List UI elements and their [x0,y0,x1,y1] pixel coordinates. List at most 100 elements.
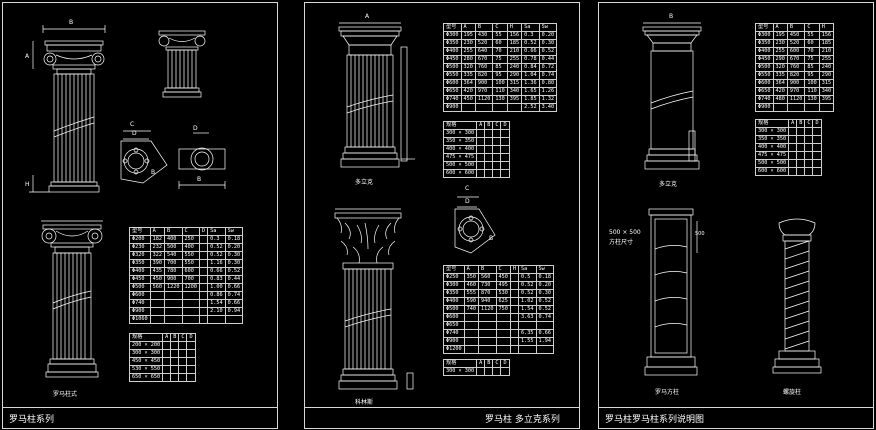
table-cell [788,143,798,152]
table-cell [463,345,480,354]
table-cell: 156 [506,31,523,40]
table-cell: 95 [492,71,508,80]
table-cell: 0.18 [535,273,554,282]
table-header-cell: H [509,265,520,274]
table-row: 350 × 350 [754,135,822,144]
table-cell [198,275,209,284]
table-cell [500,129,510,138]
table-header-cell: A [149,227,166,236]
table-cell: 0.5 [518,273,537,282]
table-cell [476,145,486,154]
table-cell [484,169,494,178]
table-header-cell: A [162,333,172,342]
table-cell: Φ900 [755,103,774,112]
table-cell: 400 [181,243,200,252]
table-cell: 55 [492,31,508,40]
table-cell: 130 [804,95,820,104]
table-header-cell: A [772,23,788,32]
table-cell: 740 [463,305,480,314]
table-cell: 820 [474,71,494,80]
table-cell: Φ250 [443,273,465,282]
table-cell [492,153,502,162]
panel-1-titlebar: 罗马柱系列 [3,407,277,428]
table-cell: 1120 [786,95,806,104]
table-cell: Φ600 [443,313,465,322]
table-header-cell: 型号 [443,23,462,32]
table-cell: 600 × 600 [442,169,478,178]
table-cell [509,273,520,282]
table-cell [476,169,486,178]
table-header-cell: B [170,333,180,342]
table-cell [535,345,554,354]
table-cell [476,367,486,376]
table-cell: 315 [818,79,835,88]
table-cell: 210 [506,47,523,56]
table-cell: 550 [181,251,200,260]
table-cell: 255 [772,47,788,56]
table-row: 530 × 550 [128,365,196,374]
caption-square-column: 罗马方柱 [655,389,680,396]
table-cell: Φ740 [755,95,774,104]
table-header-cell: C [804,23,820,32]
table-cell: 1120 [478,305,497,314]
doric-plan-corner [454,196,496,254]
table-header-cell: D [500,121,510,130]
panel-3-titlebar: 罗马柱罗马柱系列说明图 [599,407,873,428]
table-cell: 820 [786,71,806,80]
table-cell [162,365,172,374]
table-cell: 0.66 [224,283,244,292]
dim-label-h: H [25,181,30,188]
table-cell: 0.30 [224,259,244,268]
table-cell: 210 [818,47,835,56]
table-cell: 0.72 [538,63,558,72]
table-cell: 940 [478,297,497,306]
table-cell: 395 [506,95,523,104]
table-cell: 320 [460,63,476,72]
table-cell: Φ350 [443,39,462,48]
table-cell: 255 [818,55,835,64]
table-cell [478,313,497,322]
table-cell: 560 [149,283,166,292]
table-cell: 600 [181,267,200,276]
table-header-cell: C [492,121,502,130]
table-cell: 335 [772,71,788,80]
table-cell [198,243,209,252]
table-cell: 420 [460,87,476,96]
table-cell: Φ300 [443,31,462,40]
table-cell: 0.52 [518,289,537,298]
table-cell: 0.66 [207,267,226,276]
panel-3-title: 罗马柱罗马柱系列说明图 [605,415,705,425]
table-cell: 350 × 350 [754,135,790,144]
table-cell: 230 [460,39,476,48]
table-header-cell: Sw [224,227,244,236]
table-cell [796,135,806,144]
table-cell: 300 × 300 [442,129,478,138]
caption-doric-2: 多立克 [659,181,678,188]
caption-spiral-column: 螺旋柱 [783,389,802,396]
table-cell [186,341,196,350]
table-cell [812,135,822,144]
table-row: Φ900 [755,103,835,112]
table-cell: Φ500 [129,283,151,292]
table-cell: 110 [804,87,820,96]
table-header-cell: C [492,359,502,368]
table-cell [804,135,814,144]
table-cell: 540 [164,251,183,260]
table-cell: 970 [786,87,806,96]
table-cell: 1.36 [521,79,540,88]
table-header-cell: A [463,265,480,274]
table-cell: Φ740 [443,95,462,104]
table-cell [181,291,200,300]
table-cell [492,169,502,178]
